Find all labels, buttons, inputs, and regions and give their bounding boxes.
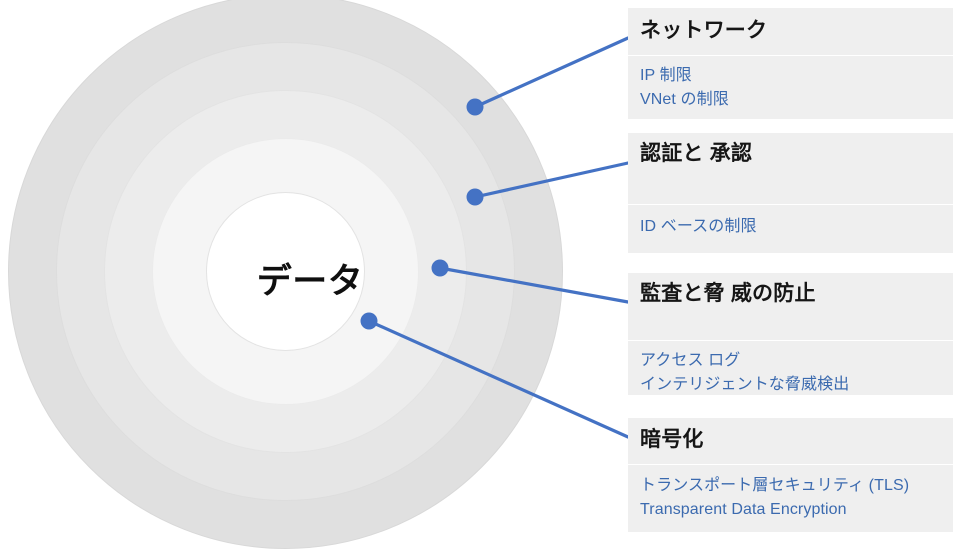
card-items-encryption: トランスポート層セキュリティ (TLS) Transparent Data En… bbox=[628, 465, 953, 532]
card-title-line: 監査と脅 bbox=[640, 282, 725, 305]
card-items-audit: アクセス ログ インテリジェントな脅威検出 bbox=[628, 341, 953, 395]
card-item: ID ベースの制限 bbox=[640, 218, 757, 235]
card-items-network: IP 制限 VNet の制限 bbox=[628, 56, 953, 119]
callout-card-encryption[interactable]: 暗号化 トランスポート層セキュリティ (TLS) Transparent Dat… bbox=[628, 418, 953, 532]
callout-card-network[interactable]: ネットワーク IP 制限 VNet の制限 bbox=[628, 8, 953, 119]
card-title-line: 認証と bbox=[640, 142, 704, 165]
concentric-rings-group: データ bbox=[8, 0, 563, 549]
card-title-audit: 監査と脅 威の防止 bbox=[628, 273, 953, 341]
card-item: インテリジェントな脅威検出 bbox=[640, 376, 850, 394]
card-title-line: 威の防止 bbox=[730, 282, 816, 305]
card-title-network: ネットワーク bbox=[628, 8, 953, 56]
callout-card-audit[interactable]: 監査と脅 威の防止 アクセス ログ インテリジェントな脅威検出 bbox=[628, 273, 953, 395]
callout-card-auth[interactable]: 認証と 承認 ID ベースの制限 bbox=[628, 133, 953, 253]
card-item: VNet の制限 bbox=[640, 91, 729, 109]
card-title-encryption: 暗号化 bbox=[628, 418, 953, 465]
card-item: Transparent Data Encryption bbox=[640, 501, 847, 519]
card-item: トランスポート層セキュリティ (TLS) bbox=[640, 477, 910, 494]
ring-data-core bbox=[206, 192, 365, 351]
card-title-line: 承認 bbox=[709, 142, 753, 165]
card-title-auth: 認証と 承認 bbox=[628, 133, 953, 205]
card-item: IP 制限 bbox=[640, 67, 692, 84]
center-label-data: データ bbox=[256, 262, 364, 301]
card-item: アクセス ログ bbox=[640, 352, 741, 369]
card-items-auth: ID ベースの制限 bbox=[628, 205, 953, 253]
